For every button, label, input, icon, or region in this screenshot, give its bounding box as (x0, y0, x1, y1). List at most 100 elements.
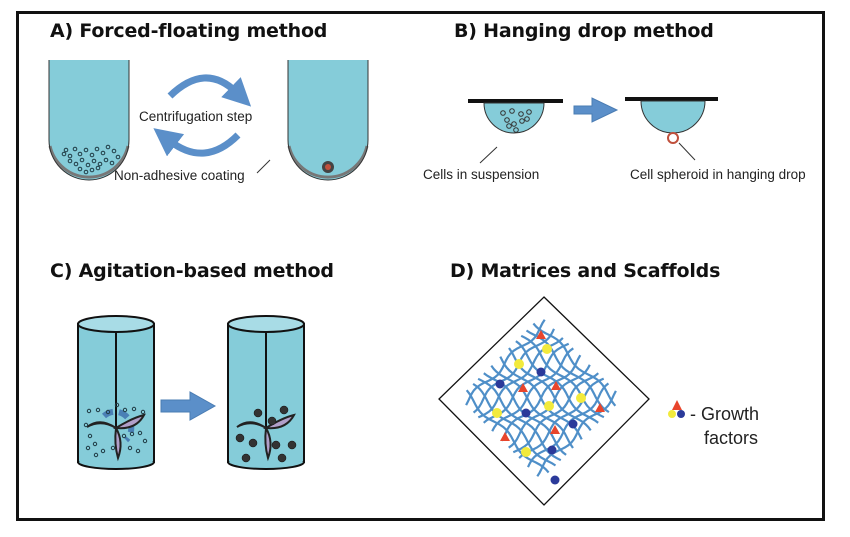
cell (85, 445, 91, 451)
spheroid-icon (667, 132, 679, 144)
spheroid (235, 433, 245, 443)
cell (506, 123, 512, 129)
growth-factors-label-line1: - Growth (690, 404, 760, 424)
fiber (465, 319, 546, 406)
growth-factor-blue (547, 445, 557, 455)
tube-with-cells (48, 60, 130, 181)
cell (131, 406, 137, 412)
drop-with-spheroid (640, 100, 706, 134)
cell (110, 445, 116, 451)
spheroid (241, 453, 251, 463)
growth-factor-blue (536, 367, 546, 377)
fiber (518, 377, 605, 459)
fiber (525, 329, 610, 414)
cell (103, 157, 109, 163)
scaffold-frame (438, 296, 650, 506)
spheroid (248, 438, 258, 448)
fiber (536, 390, 617, 477)
spheroid (267, 416, 277, 426)
cell (115, 154, 121, 160)
cell (89, 152, 95, 158)
panel-d-title: D) Matrices and Scaffolds (450, 260, 721, 282)
cell (105, 409, 111, 415)
cell (129, 431, 135, 437)
cell (519, 118, 525, 124)
cell (77, 166, 83, 172)
cell (77, 151, 83, 157)
tube-with-spheroid (287, 60, 369, 181)
fiber (477, 377, 562, 462)
cell (500, 110, 506, 116)
cell (509, 108, 515, 114)
cell (94, 146, 100, 152)
cell (518, 111, 524, 117)
spheroid (271, 440, 281, 450)
cell (127, 445, 133, 451)
cell (140, 409, 146, 415)
cell (511, 121, 517, 127)
panel-a-diagram (48, 60, 369, 181)
growth-factor-triangle (595, 403, 605, 412)
cell (504, 117, 510, 123)
growth-factors (492, 330, 605, 485)
cell (122, 407, 128, 413)
panel-c-title: C) Agitation-based method (50, 260, 334, 282)
suspended-cells (61, 144, 121, 175)
growth-factor-yellow (544, 401, 554, 411)
cell (85, 162, 91, 168)
coating-pointer-line (256, 159, 271, 174)
figure-frame (16, 11, 825, 521)
cell (142, 438, 148, 444)
cell (93, 452, 99, 458)
cell (100, 448, 106, 454)
cell (89, 167, 95, 173)
cell (72, 146, 78, 152)
fiber (520, 334, 605, 419)
cell (95, 407, 101, 413)
right-arrow-icon (160, 391, 217, 421)
cell (513, 127, 519, 133)
growth-factor-yellow (542, 344, 552, 354)
spheroid (279, 405, 289, 415)
growth-factor-yellow (521, 447, 531, 457)
cell (63, 147, 69, 153)
growth-factor-yellow (576, 393, 586, 403)
cell (83, 422, 89, 428)
single-cells (83, 402, 148, 458)
curved-arrow-top-icon (167, 74, 252, 107)
fiber (472, 382, 557, 467)
growth-factor-blue (568, 419, 578, 429)
centrifugation-step-label: Centrifugation step (139, 109, 253, 124)
cell (86, 408, 92, 414)
cell (83, 147, 89, 153)
growth-factor-legend-icon (668, 400, 685, 418)
fiber (491, 347, 574, 432)
cell (73, 161, 79, 167)
cell (92, 441, 98, 447)
panel-d-diagram (438, 296, 685, 506)
growth-factors-label-line2: factors (704, 428, 759, 448)
cell (83, 169, 89, 175)
cell (114, 402, 120, 408)
cell (111, 148, 117, 154)
cell (97, 161, 103, 167)
fiber (465, 389, 550, 474)
cell (100, 150, 106, 156)
right-arrow-icon (573, 97, 619, 123)
centrifugation-arrows (153, 74, 252, 157)
panel-b-diagram (468, 97, 718, 164)
cell (67, 153, 73, 159)
growth-factor-triangle (536, 330, 546, 339)
growth-factor-triangle (518, 383, 528, 392)
cells-in-suspension-label: Cells in suspension (423, 167, 540, 182)
slide-bar-left (468, 99, 563, 103)
fiber (527, 382, 610, 468)
impeller-icon (86, 413, 146, 462)
growth-factor-triangle (551, 381, 561, 390)
spheroid (287, 440, 297, 450)
suspension-pointer-line (479, 146, 498, 164)
non-adhesive-coating-label: Non-adhesive coating (114, 168, 245, 183)
panel-b-title: B) Hanging drop method (454, 20, 714, 42)
growth-factor-yellow (514, 359, 524, 369)
